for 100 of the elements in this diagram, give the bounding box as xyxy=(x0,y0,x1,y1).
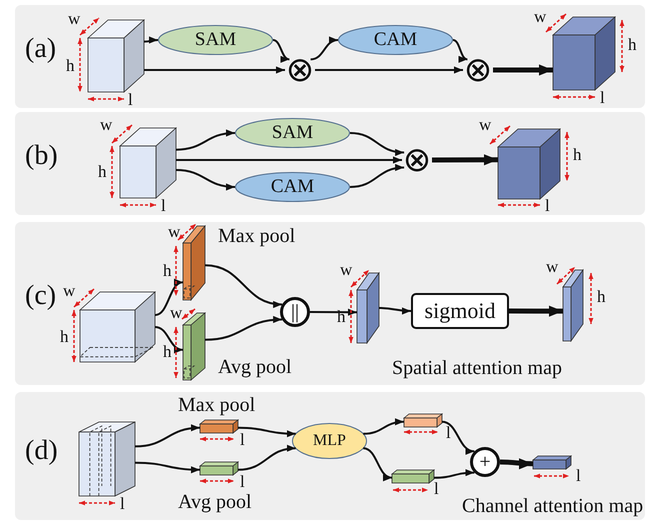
arrow xyxy=(442,420,475,454)
dimension-label: l xyxy=(545,197,550,214)
dimension-label: l xyxy=(128,91,133,108)
module-label: MLP xyxy=(313,432,346,450)
dimension-label: h xyxy=(66,57,74,74)
panel xyxy=(15,392,645,520)
dimension-label: w xyxy=(340,261,352,278)
caption-text: Max pool xyxy=(218,226,296,246)
process-label: sigmoid xyxy=(424,298,496,324)
operator-circle xyxy=(280,297,310,327)
arrow xyxy=(509,306,563,317)
dimension-label: w xyxy=(534,8,546,25)
feature-block xyxy=(553,17,615,90)
arrow xyxy=(350,132,404,156)
dimension-label: l xyxy=(576,467,581,484)
dimension-label: w xyxy=(168,223,180,240)
module-ellipse xyxy=(235,172,350,202)
caption-text: Avg pool xyxy=(178,492,252,512)
module-label: SAM xyxy=(194,29,236,51)
panel-label: (d) xyxy=(25,437,58,465)
arrow xyxy=(144,36,158,44)
module-label: SAM xyxy=(272,122,314,144)
dimension-label: w xyxy=(100,116,112,133)
dimension-label: h xyxy=(628,36,636,53)
module-ellipse xyxy=(235,118,350,148)
arrow xyxy=(176,169,236,190)
dimension-label: w xyxy=(68,10,80,27)
caption-text: Spatial attention map xyxy=(392,358,562,378)
module-ellipse xyxy=(338,25,453,55)
feature-block xyxy=(183,313,205,380)
module-label: CAM xyxy=(374,29,418,51)
arrow xyxy=(134,462,200,474)
dimension-label: l xyxy=(240,431,245,448)
arrow xyxy=(238,445,296,471)
module-ellipse xyxy=(158,25,273,55)
caption-text: Max pool xyxy=(178,395,256,415)
feature-block xyxy=(183,226,205,300)
dimension-label: h xyxy=(98,163,106,180)
arrow xyxy=(500,458,534,470)
arrow xyxy=(238,426,296,438)
arrow xyxy=(378,307,412,314)
arrow xyxy=(432,154,498,166)
arrow xyxy=(154,280,184,316)
arrow xyxy=(144,66,285,74)
caption-text: Avg pool xyxy=(218,357,292,377)
operator-symbol: + xyxy=(479,450,491,474)
dimension-label: w xyxy=(479,116,492,133)
panel xyxy=(15,112,645,215)
feature-block xyxy=(404,414,442,427)
dimension-label: h xyxy=(573,146,582,163)
feature-block xyxy=(392,470,434,483)
dimension-label: w xyxy=(170,304,182,321)
arrow xyxy=(315,66,463,74)
dimension-label: h xyxy=(597,288,606,305)
feature-block xyxy=(200,420,238,433)
dimension-label: h xyxy=(60,328,68,345)
multiply-operator: ⊗ xyxy=(463,55,493,85)
arrow xyxy=(176,130,236,151)
dimension-label: l xyxy=(120,495,125,512)
feature-block xyxy=(357,273,379,343)
arrow xyxy=(176,156,402,164)
feature-block xyxy=(120,128,176,198)
arrow xyxy=(363,447,392,480)
arrow xyxy=(310,38,338,60)
caption-text: Channel attention map xyxy=(462,496,644,516)
panel-label: (a) xyxy=(25,35,56,63)
feature-block xyxy=(498,129,560,199)
arrow xyxy=(204,316,282,341)
feature-block xyxy=(533,456,571,469)
arrow xyxy=(272,39,290,62)
feature-block xyxy=(200,462,238,475)
arrow xyxy=(434,469,474,479)
dimension-label: l xyxy=(240,473,245,490)
panel-label: (c) xyxy=(25,282,56,310)
arrow xyxy=(310,308,357,316)
panel-label: (b) xyxy=(25,142,58,170)
feature-block xyxy=(79,422,135,496)
module-ellipse xyxy=(292,423,367,459)
arrow xyxy=(363,418,404,435)
arrow xyxy=(154,326,184,352)
dimension-label: l xyxy=(434,480,439,497)
dimension-label: l xyxy=(600,89,605,106)
dimension-label: w xyxy=(63,282,76,299)
dimension-label: l xyxy=(161,197,166,214)
feature-block xyxy=(80,292,155,362)
panel xyxy=(15,222,645,385)
operator-circle xyxy=(470,447,500,477)
dimension-label: h xyxy=(163,262,172,279)
arrow xyxy=(204,264,282,308)
multiply-operator: ⊗ xyxy=(402,145,432,175)
dimension-label: w xyxy=(546,258,558,275)
panel xyxy=(15,5,645,108)
process-box xyxy=(411,293,509,329)
arrow xyxy=(493,64,553,76)
module-label: CAM xyxy=(270,176,314,198)
feature-block xyxy=(88,20,144,92)
arrow xyxy=(452,39,468,61)
multiply-operator: ⊗ xyxy=(285,55,315,85)
arrow xyxy=(134,424,200,448)
arrow xyxy=(350,164,404,188)
